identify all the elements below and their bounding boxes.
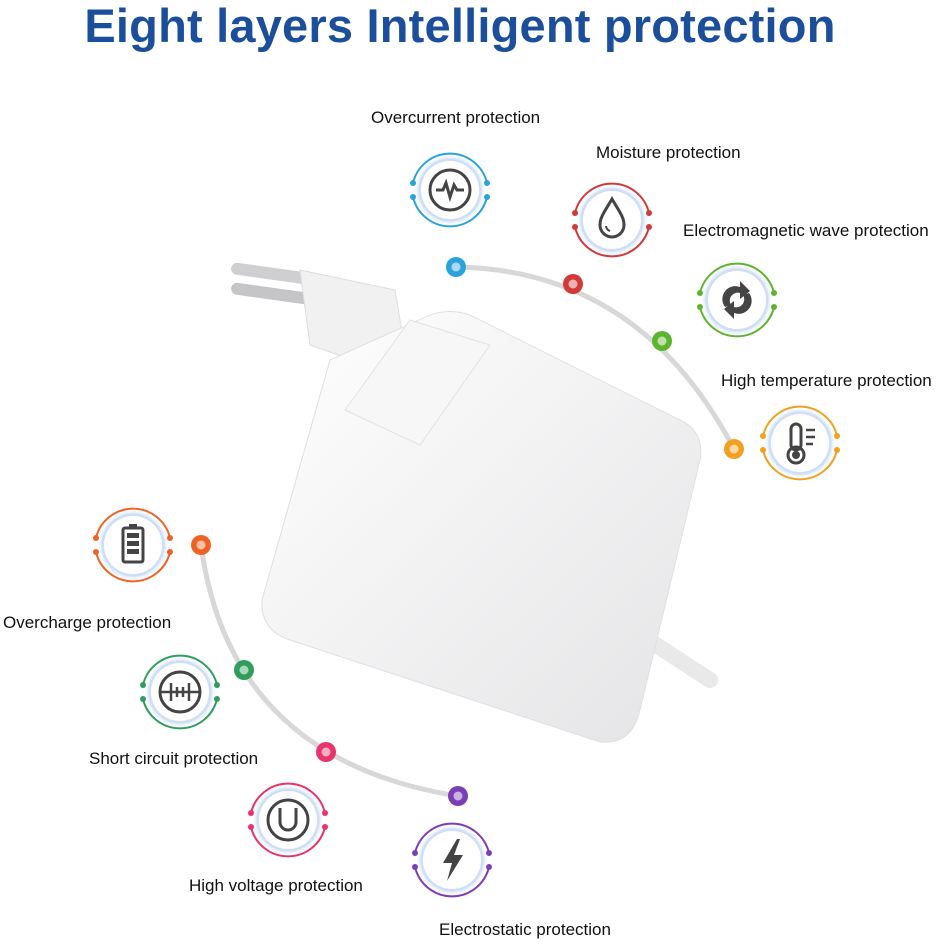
- thermometer-icon: [755, 398, 845, 488]
- battery-icon: [88, 500, 178, 590]
- lightning-icon: [407, 815, 497, 905]
- resistor-icon: [135, 647, 225, 737]
- connector-arc-bottom: [198, 544, 459, 799]
- label-overcurrent-protection: Overcurrent protection: [371, 108, 541, 127]
- marker-dot-high-temperature-protection: [724, 439, 744, 459]
- label-electrostatic-protection: Electrostatic protection: [439, 920, 611, 939]
- marker-dot-overcharge-protection: [191, 535, 211, 555]
- page-title: Eight layers Intelligent protection: [84, 0, 836, 52]
- u-voltage-icon: [243, 775, 333, 865]
- marker-dot-moisture-protection: [563, 274, 583, 294]
- water-drop-icon: [567, 175, 657, 265]
- label-short-circuit-protection: Short circuit protection: [89, 749, 259, 768]
- charger-body: [261, 311, 702, 743]
- pulse-icon: [405, 145, 495, 235]
- label-moisture-protection: Moisture protection: [596, 143, 741, 162]
- marker-dot-electromagnetic-wave-protection: [652, 331, 672, 351]
- connector-arc-top: [455, 264, 737, 451]
- marker-dot-high-voltage-protection: [316, 742, 336, 762]
- marker-dot-electrostatic-protection: [448, 786, 468, 806]
- refresh-arrows-icon: [692, 255, 782, 345]
- label-high-voltage-protection: High voltage protection: [189, 876, 363, 895]
- marker-dot-short-circuit-protection: [234, 660, 254, 680]
- marker-dot-overcurrent-protection: [446, 257, 466, 277]
- label-overcharge-protection: Overcharge protection: [3, 613, 172, 632]
- label-high-temperature-protection: High temperature protection: [721, 371, 932, 390]
- label-electromagnetic-wave-protection: Electromagnetic wave protection: [683, 221, 929, 240]
